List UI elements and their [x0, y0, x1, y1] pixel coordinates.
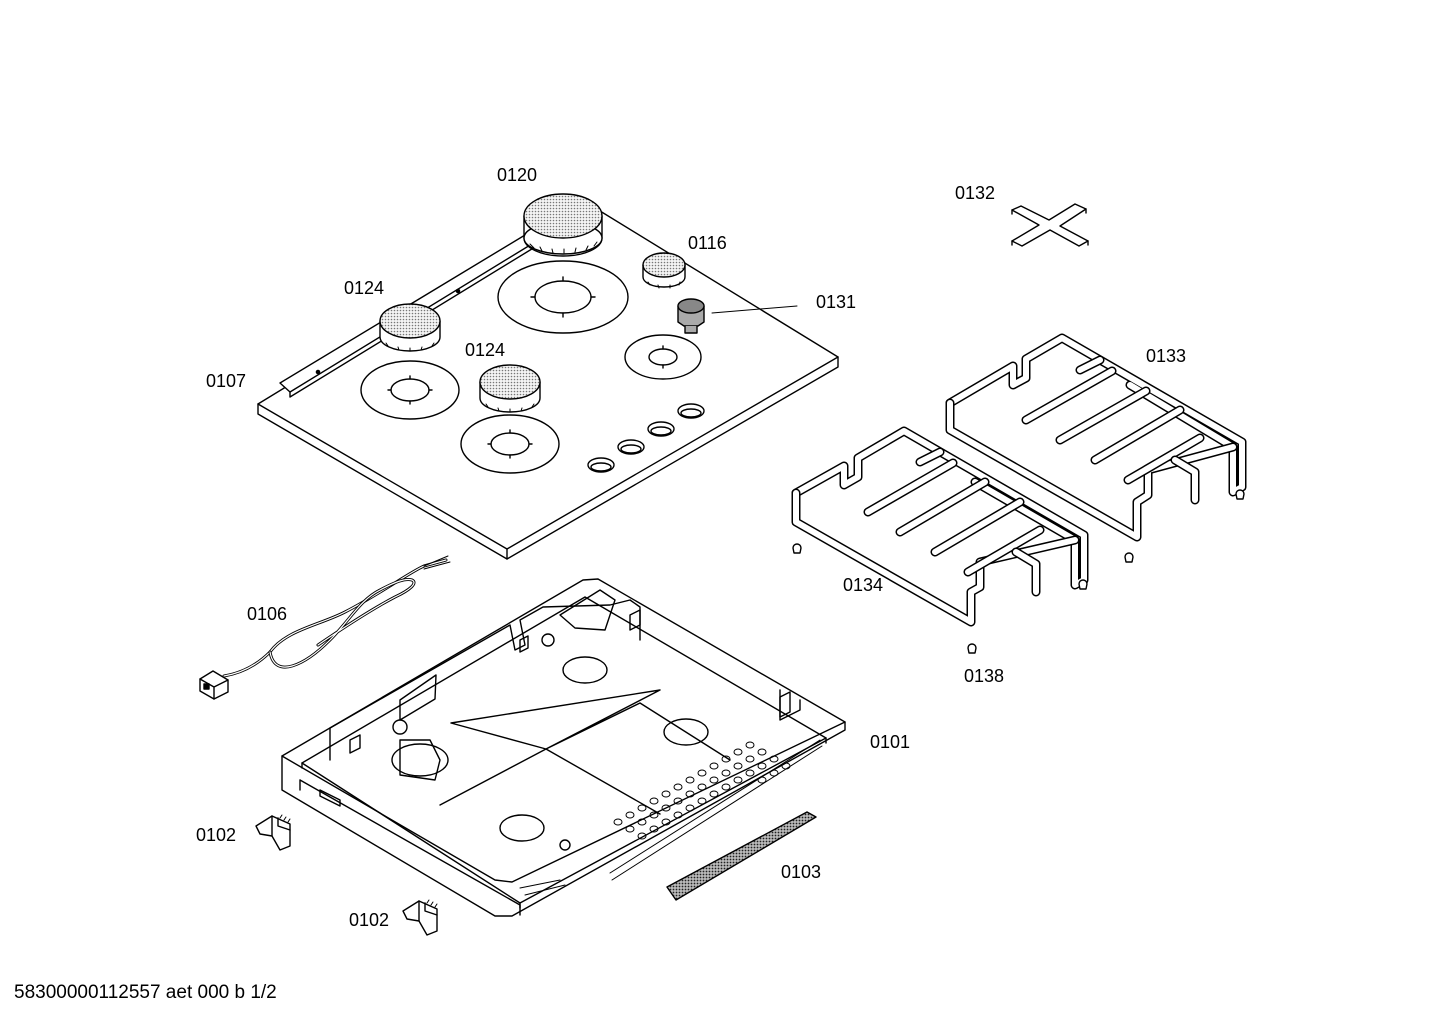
- burner-cap-0124-left: [379, 303, 441, 352]
- control-knob: [677, 298, 798, 334]
- power-cable: [199, 555, 451, 700]
- callout-0107: 0107: [206, 371, 247, 391]
- pan-support-right: [945, 333, 1247, 542]
- hob-top-plate: [257, 202, 839, 560]
- mounting-clip-lower: [402, 899, 438, 936]
- burner-base-front: [460, 414, 560, 474]
- simmer-ring: [1011, 203, 1089, 247]
- burner-base-right: [624, 334, 702, 380]
- burner-cap-large: [523, 193, 603, 257]
- callout-0116: 0116: [688, 233, 727, 253]
- callout-0132: 0132: [955, 183, 996, 203]
- callout-0103: 0103: [781, 862, 822, 882]
- callout-0138: 0138: [964, 666, 1005, 686]
- callout-0102-lower: 0102: [349, 910, 390, 930]
- callout-0120: 0120: [497, 165, 538, 185]
- callout-0124-front: 0124: [465, 340, 506, 360]
- callout-0101: 0101: [870, 732, 911, 752]
- burner-cap-0124-front: [479, 364, 541, 413]
- rubber-feet: [792, 489, 1245, 654]
- burner-cap-0116: [642, 252, 686, 289]
- callout-0131: 0131: [816, 292, 857, 312]
- knob-holes: [587, 403, 705, 473]
- burner-base-large: [497, 260, 629, 334]
- vent-holes: [613, 741, 791, 840]
- callout-0124-left: 0124: [344, 278, 385, 298]
- drawing-reference-footer: 58300000112557 aet 000 b 1/2: [14, 982, 277, 1003]
- callout-0134: 0134: [843, 575, 884, 595]
- pan-support-left: [791, 426, 1089, 627]
- callout-0102-upper: 0102: [196, 825, 237, 845]
- callout-0133: 0133: [1146, 346, 1187, 366]
- burner-base-left: [360, 360, 460, 420]
- mounting-clip-upper: [255, 814, 291, 851]
- bottom-tray: [281, 578, 846, 917]
- callout-0106: 0106: [247, 604, 288, 624]
- seal-strip: [666, 811, 817, 901]
